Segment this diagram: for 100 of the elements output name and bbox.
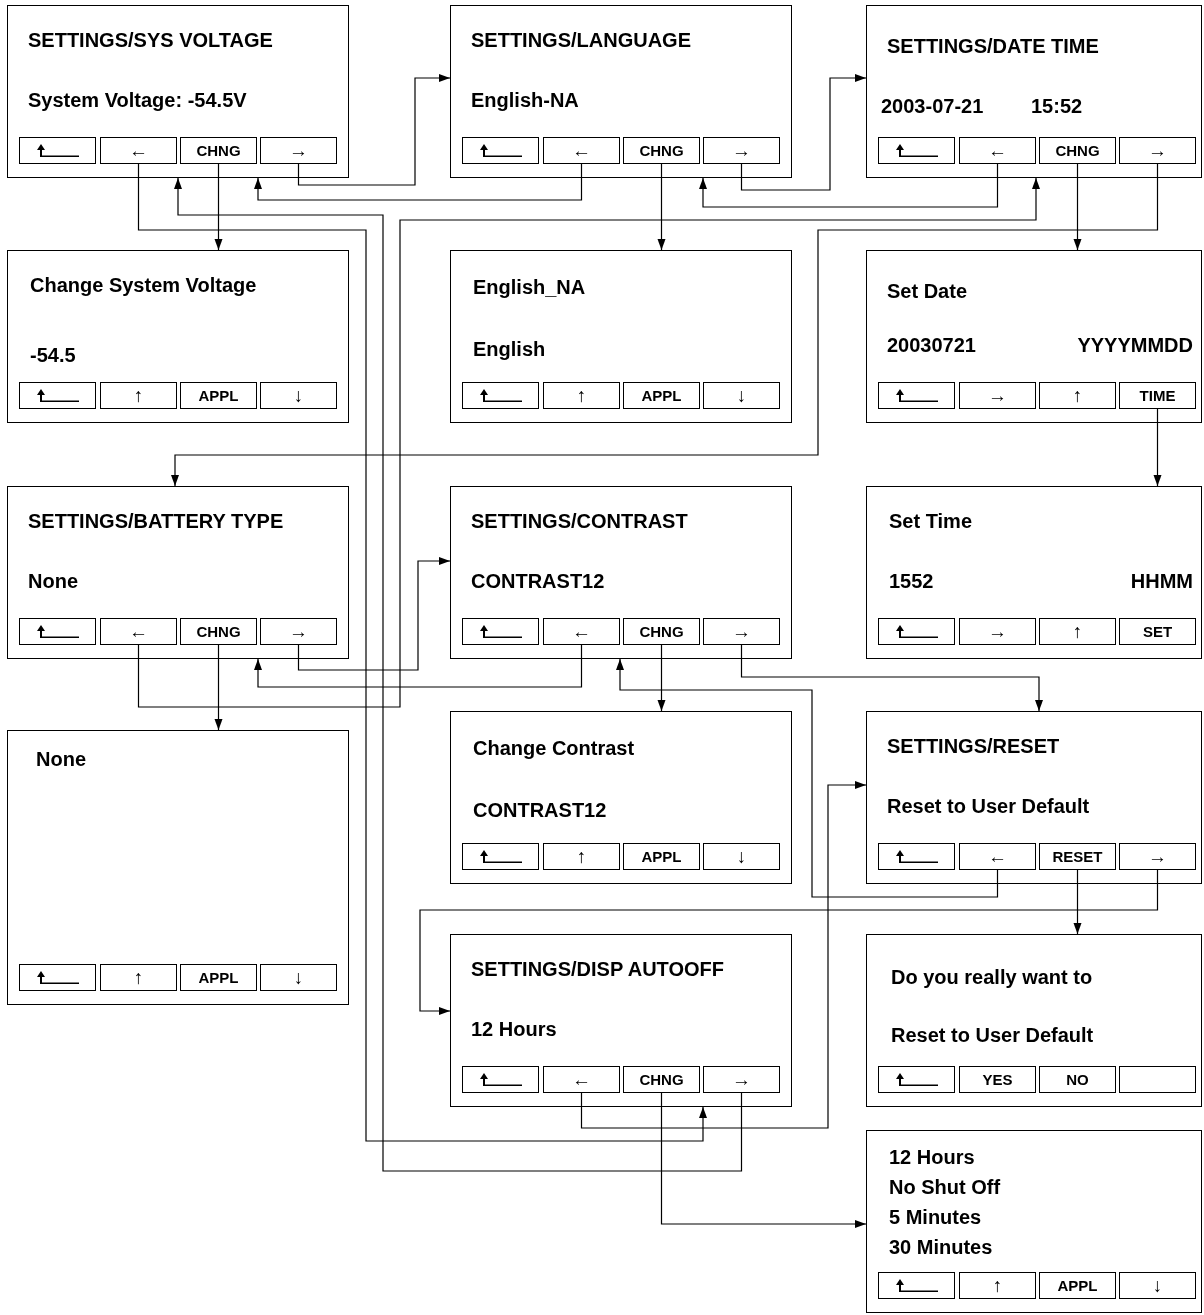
soft-key: ←	[959, 137, 1036, 164]
arrow	[1073, 163, 1082, 251]
soft-key: ↑	[543, 843, 620, 870]
screen-text: Set Time	[889, 509, 972, 533]
soft-key: →	[703, 137, 780, 164]
arrow	[657, 163, 666, 251]
soft-key	[878, 618, 955, 645]
arrow	[174, 177, 743, 1172]
display-screen	[7, 250, 349, 423]
screen-title: SETTINGS/SYS VOLTAGE	[28, 28, 273, 52]
soft-key	[19, 137, 96, 164]
soft-key: →	[260, 618, 337, 645]
screen-text: 20030721	[887, 333, 976, 357]
screen-title: SETTINGS/RESET	[887, 734, 1060, 758]
screen-title: SETTINGS/CONTRAST	[471, 509, 688, 533]
display-screen	[866, 486, 1202, 659]
screen-text: CONTRAST12	[471, 569, 605, 593]
display-screen	[7, 486, 349, 659]
screen-text: CONTRAST12	[473, 798, 607, 822]
arrow	[297, 557, 451, 671]
soft-key: ←	[100, 137, 177, 164]
soft-key: →	[959, 618, 1036, 645]
soft-key: CHNG	[623, 1066, 700, 1093]
arrow	[254, 163, 583, 201]
soft-key: CHNG	[623, 137, 700, 164]
soft-key	[462, 1066, 539, 1093]
display-screen	[450, 486, 792, 659]
soft-key	[462, 382, 539, 409]
screen-text: Change System Voltage	[30, 273, 257, 297]
soft-key	[878, 1066, 955, 1093]
screen-text: None	[28, 569, 78, 593]
soft-key: APPL	[623, 382, 700, 409]
arrow	[1153, 408, 1162, 487]
screen-title: SETTINGS/BATTERY TYPE	[28, 509, 284, 533]
arrow	[699, 163, 999, 208]
display-screen	[450, 5, 792, 178]
soft-key: ←	[959, 843, 1036, 870]
screen-text: No Shut Off	[889, 1175, 1001, 1199]
soft-key: ↑	[1039, 618, 1116, 645]
display-screen	[7, 5, 349, 178]
soft-key: RESET	[1039, 843, 1116, 870]
soft-key: CHNG	[180, 137, 257, 164]
soft-key: →	[1119, 843, 1196, 870]
screen-text: English_NA	[473, 275, 586, 299]
soft-key	[462, 618, 539, 645]
screen-text: 1552	[889, 569, 934, 593]
screen-text: Set Date	[887, 279, 968, 303]
screen-text: HHMM	[1130, 569, 1193, 593]
screen-text: Reset to User Default	[887, 794, 1090, 818]
arrow	[214, 644, 223, 731]
soft-key: ↓	[703, 843, 780, 870]
display-screen	[450, 250, 792, 423]
soft-key	[878, 843, 955, 870]
arrow	[740, 644, 1043, 712]
display-screen	[866, 5, 1202, 178]
soft-key	[19, 618, 96, 645]
soft-key	[1119, 1066, 1196, 1093]
soft-key: ↑	[100, 964, 177, 991]
arrow	[297, 74, 451, 186]
soft-key: APPL	[623, 843, 700, 870]
soft-key: ↓	[260, 964, 337, 991]
screen-text: 30 Minutes	[889, 1235, 993, 1259]
arrow	[254, 644, 583, 688]
soft-key: →	[703, 618, 780, 645]
arrow	[214, 163, 223, 251]
arrow	[419, 869, 1159, 1015]
soft-key: YES	[959, 1066, 1036, 1093]
display-screen	[450, 711, 792, 884]
screen-title: SETTINGS/LANGUAGE	[471, 28, 691, 52]
soft-key: →	[703, 1066, 780, 1093]
screen-text: 5 Minutes	[889, 1205, 982, 1229]
display-screen	[450, 934, 792, 1107]
soft-key	[19, 964, 96, 991]
soft-key: →	[1119, 137, 1196, 164]
display-screen	[866, 711, 1202, 884]
soft-key: CHNG	[180, 618, 257, 645]
arrow	[580, 781, 867, 1129]
screen-text: -54.5	[30, 343, 76, 367]
soft-key: ↑	[1039, 382, 1116, 409]
soft-key: NO	[1039, 1066, 1116, 1093]
soft-key: ↓	[260, 382, 337, 409]
soft-key	[462, 843, 539, 870]
soft-key	[462, 137, 539, 164]
soft-key: ↑	[100, 382, 177, 409]
screen-text: Do you really want to	[891, 965, 1093, 989]
soft-key	[878, 382, 955, 409]
screen-text: English-NA	[471, 88, 579, 112]
soft-key: →	[260, 137, 337, 164]
soft-key: CHNG	[1039, 137, 1116, 164]
soft-key: ←	[543, 1066, 620, 1093]
arrow	[137, 177, 1040, 708]
screen-text: YYYYMMDD	[1077, 333, 1193, 357]
display-screen	[866, 1130, 1202, 1313]
arrow	[616, 658, 999, 898]
arrow	[740, 74, 867, 191]
soft-key	[19, 382, 96, 409]
screen-text: Reset to User Default	[891, 1023, 1094, 1047]
arrow	[660, 1092, 867, 1228]
soft-key: ←	[543, 137, 620, 164]
arrow	[1073, 869, 1082, 935]
